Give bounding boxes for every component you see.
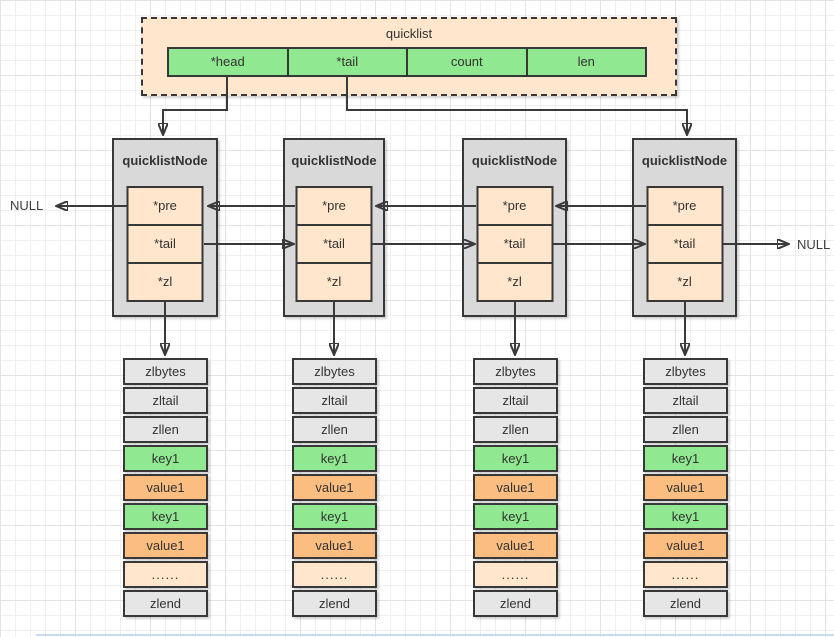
ziplist-2: zlbytes zltail zllen key1 value1 key1 va…: [292, 358, 377, 619]
ziplist-cell: key1: [292, 445, 377, 472]
quicklistnode-1: quicklistNode *pre *tail *zl: [112, 138, 218, 317]
quicklist-title: quicklist: [385, 26, 433, 41]
ziplist-cell: key1: [473, 445, 558, 472]
node-field-pre: *pre: [476, 186, 553, 226]
ziplist-cell: zlbytes: [643, 358, 728, 385]
ziplist-cell: zlbytes: [473, 358, 558, 385]
ziplist-cell: value1: [643, 532, 728, 559]
ziplist-cell: zlend: [292, 590, 377, 617]
quicklist-fields-row: *head *tail count len: [167, 47, 647, 77]
ziplist-cell: zlbytes: [123, 358, 208, 385]
node-field-zl: *zl: [126, 262, 204, 302]
ziplist-cell: value1: [292, 474, 377, 501]
ziplist-cell: zltail: [643, 387, 728, 414]
canvas-page-edge: [36, 634, 834, 636]
ziplist-cell: zllen: [292, 416, 377, 443]
node-fields: *pre *tail *zl: [476, 186, 553, 302]
node-title: quicklistNode: [641, 153, 728, 168]
node-field-tail: *tail: [126, 224, 204, 264]
ziplist-cell: ......: [473, 561, 558, 588]
ziplist-cell: zltail: [123, 387, 208, 414]
node-field-pre: *pre: [295, 186, 373, 226]
ziplist-cell: ......: [292, 561, 377, 588]
ziplist-cell: zltail: [292, 387, 377, 414]
ziplist-cell: zlbytes: [292, 358, 377, 385]
ziplist-cell: zllen: [123, 416, 208, 443]
ziplist-3: zlbytes zltail zllen key1 value1 key1 va…: [473, 358, 558, 619]
node-field-tail: *tail: [646, 224, 723, 264]
ziplist-cell: zlend: [123, 590, 208, 617]
ziplist-4: zlbytes zltail zllen key1 value1 key1 va…: [643, 358, 728, 619]
ziplist-cell: ......: [123, 561, 208, 588]
ziplist-cell: zlend: [473, 590, 558, 617]
ziplist-cell: zllen: [473, 416, 558, 443]
quicklistnode-2: quicklistNode *pre *tail *zl: [283, 138, 385, 317]
quicklist-field-len: len: [525, 47, 647, 77]
quicklist-box: quicklist *head *tail count len: [141, 17, 677, 96]
quicklist-field-tail: *tail: [286, 47, 408, 77]
ziplist-cell: value1: [123, 474, 208, 501]
node-field-pre: *pre: [126, 186, 204, 226]
node-title: quicklistNode: [471, 153, 558, 168]
node-field-zl: *zl: [646, 262, 723, 302]
node-title: quicklistNode: [122, 153, 208, 168]
node-field-zl: *zl: [476, 262, 553, 302]
ziplist-cell: value1: [292, 532, 377, 559]
node-fields: *pre *tail *zl: [126, 186, 204, 302]
quicklist-field-head: *head: [167, 47, 289, 77]
ziplist-cell: key1: [123, 503, 208, 530]
ziplist-cell: key1: [643, 503, 728, 530]
node-field-tail: *tail: [476, 224, 553, 264]
quicklistnode-4: quicklistNode *pre *tail *zl: [632, 138, 737, 317]
ziplist-cell: zllen: [643, 416, 728, 443]
node-fields: *pre *tail *zl: [295, 186, 373, 302]
node-field-pre: *pre: [646, 186, 723, 226]
ziplist-cell: value1: [473, 532, 558, 559]
node-field-zl: *zl: [295, 262, 373, 302]
ziplist-cell: zlend: [643, 590, 728, 617]
ziplist-cell: value1: [473, 474, 558, 501]
ziplist-cell: key1: [292, 503, 377, 530]
ziplist-cell: value1: [643, 474, 728, 501]
node-fields: *pre *tail *zl: [646, 186, 723, 302]
node-title: quicklistNode: [291, 153, 377, 168]
ziplist-cell: key1: [123, 445, 208, 472]
quicklistnode-3: quicklistNode *pre *tail *zl: [462, 138, 567, 317]
ziplist-cell: value1: [123, 532, 208, 559]
quicklist-field-count: count: [406, 47, 528, 77]
node-field-tail: *tail: [295, 224, 373, 264]
ziplist-1: zlbytes zltail zllen key1 value1 key1 va…: [123, 358, 208, 619]
null-label-right: NULL: [797, 237, 831, 252]
ziplist-cell: zltail: [473, 387, 558, 414]
null-label-left: NULL: [10, 198, 44, 213]
ziplist-cell: key1: [643, 445, 728, 472]
ziplist-cell: ......: [643, 561, 728, 588]
ziplist-cell: key1: [473, 503, 558, 530]
